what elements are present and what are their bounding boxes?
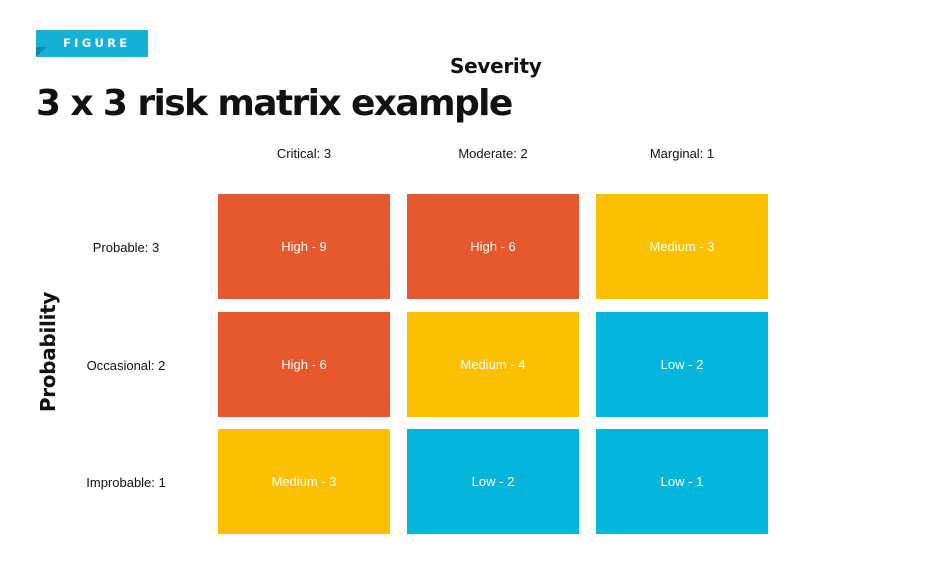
- matrix-cell-occasional-critical: High - 6: [218, 312, 390, 417]
- matrix-cell-probable-marginal: Medium - 3: [596, 194, 768, 299]
- figure-tag-fold: [36, 47, 47, 57]
- probability-axis-label: Probability: [36, 291, 60, 413]
- matrix-cell-probable-critical: High - 9: [218, 194, 390, 299]
- matrix-cell-improbable-marginal: Low - 1: [596, 429, 768, 534]
- column-label-moderate: Moderate: 2: [458, 146, 528, 161]
- severity-axis-label: Severity: [450, 54, 542, 78]
- figure-tag: FIGURE 2: [36, 30, 148, 77]
- matrix-cell-probable-moderate: High - 6: [407, 194, 579, 299]
- matrix-cell-occasional-marginal: Low - 2: [596, 312, 768, 417]
- diagram-title: 3 x 3 risk matrix example: [36, 83, 513, 124]
- row-label-probable: Probable: 3: [92, 240, 160, 255]
- row-label-occasional: Occasional: 2: [86, 358, 166, 373]
- matrix-cell-improbable-moderate: Low - 2: [407, 429, 579, 534]
- matrix-cell-occasional-moderate: Medium - 4: [407, 312, 579, 417]
- column-label-marginal: Marginal: 1: [649, 146, 715, 161]
- matrix-cell-improbable-critical: Medium - 3: [218, 429, 390, 534]
- row-label-improbable: Improbable: 1: [86, 475, 166, 490]
- column-label-critical: Critical: 3: [276, 146, 332, 161]
